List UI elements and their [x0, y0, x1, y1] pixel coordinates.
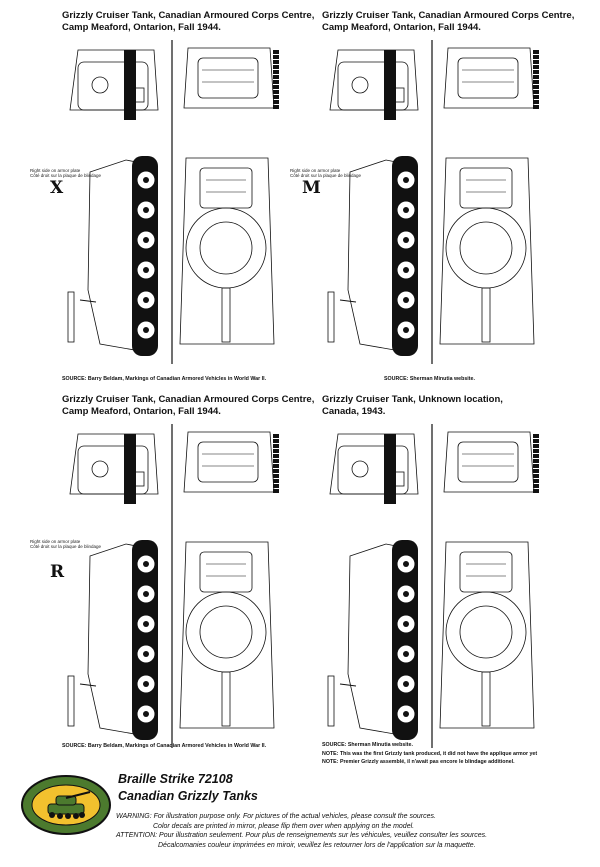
title-line-2: Canada, 1943. [322, 406, 386, 417]
tank-drawing [327, 40, 539, 364]
title-line-2: Camp Meaford, Ontarion, Fall 1944. [62, 22, 221, 33]
title-line-1: Grizzly Cruiser Tank, Unknown location, [322, 394, 503, 405]
warning-fr-2: Décalcomanies couleur imprimées en miroi… [158, 841, 476, 849]
panel-title: Grizzly Cruiser Tank, Canadian Armoured … [62, 394, 342, 418]
marking-letter: M [302, 178, 321, 198]
panel-4: Grizzly Cruiser Tank, Unknown location, … [322, 394, 600, 784]
plate-note-fr: Côté droit sur la plaque de blindage [30, 544, 102, 549]
plate-note: Right side on armor plate Côté droit sur… [30, 168, 101, 178]
footer-title: Braille Strike 72108 Canadian Grizzly Ta… [118, 771, 258, 805]
title-line-2: Camp Meaford, Ontarion, Fall 1944. [322, 22, 481, 33]
panel-title: Grizzly Cruiser Tank, Canadian Armoured … [62, 10, 342, 34]
source-credit: SOURCE: Barry Beldam, Markings of Canadi… [62, 376, 267, 382]
title-line-2: Camp Meaford, Ontarion, Fall 1944. [62, 406, 221, 417]
plate-note: Right side on armor plate Côté droit sur… [290, 168, 361, 178]
title-line-1: Grizzly Cruiser Tank, Canadian Armoured … [62, 10, 315, 21]
warning-fr-1: ATTENTION: Pour illustration seulement. … [116, 832, 488, 840]
braille-strike-logo [21, 775, 111, 835]
title-line-1: Grizzly Cruiser Tank, Canadian Armoured … [62, 394, 315, 405]
kit-name: Canadian Grizzly Tanks [118, 789, 258, 803]
plate-note: Right side on armor plate Côté droit sur… [30, 539, 101, 549]
panel-1: Grizzly Cruiser Tank, Canadian Armoured … [62, 10, 352, 400]
marking-letter: R [50, 562, 65, 582]
plate-note-fr: Côté droit sur la plaque de blindage [290, 173, 362, 178]
plate-note-en: Right side on armor plate [290, 168, 341, 173]
plate-note-en: Right side on armor plate [30, 539, 81, 544]
source-credit: SOURCE: Sherman Minutia website. [322, 742, 413, 748]
panel-3: Grizzly Cruiser Tank, Canadian Armoured … [62, 394, 352, 784]
note-english: NOTE: This was the first Grizzly tank pr… [322, 751, 538, 757]
panel-title: Grizzly Cruiser Tank, Unknown location, … [322, 394, 600, 418]
source-credit: SOURCE: Barry Beldam, Markings of Canadi… [62, 743, 267, 749]
warning-en-2: Color decals are printed in mirror, plea… [153, 822, 415, 830]
kit-number: Braille Strike 72108 [118, 772, 233, 786]
warning-en-1: WARNING: For illustration purpose only. … [116, 813, 436, 820]
tank-drawing [67, 40, 279, 364]
panel-2: Grizzly Cruiser Tank, Canadian Armoured … [322, 10, 600, 400]
tank-drawing [67, 424, 279, 748]
marking-letter: X [50, 178, 64, 198]
note-french: NOTE: Premier Grizzly assemblé, il n'ava… [322, 759, 515, 765]
plate-note-en: Right side on armor plate [30, 168, 81, 173]
plate-note-fr: Côté droit sur la plaque de blindage [30, 173, 102, 178]
production-note: NOTE: This was the first Grizzly tank pr… [322, 750, 537, 766]
panel-title: Grizzly Cruiser Tank, Canadian Armoured … [322, 10, 600, 34]
title-line-1: Grizzly Cruiser Tank, Canadian Armoured … [322, 10, 575, 21]
tank-drawing [327, 424, 539, 748]
warning-block: WARNING: For illustration purpose only. … [116, 812, 487, 850]
source-credit: SOURCE: Sherman Minutia website. [384, 376, 475, 382]
